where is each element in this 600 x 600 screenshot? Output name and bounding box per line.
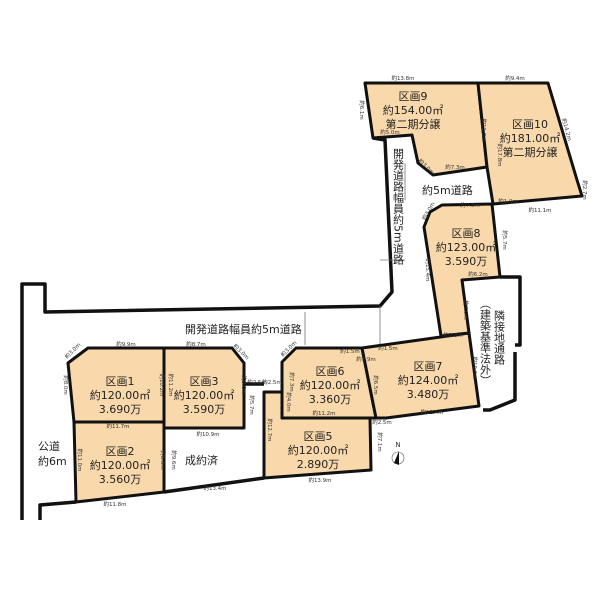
lot-shape[interactable] — [162, 346, 246, 430]
road-labels: 開発道路幅員約5m道路 開発道路幅員約5m道路 約5m道路 隣接地通路 （建築基… — [38, 148, 506, 468]
dimension-label: 約7.1m — [376, 432, 384, 452]
dimension-label: 約15.4m — [424, 258, 432, 281]
lot-name: 区画1 — [106, 375, 135, 388]
dimension-label: 約4.0m — [285, 392, 293, 412]
dimension-label: 約12.7m — [266, 418, 274, 441]
dimension-label: 約1.5m — [340, 347, 360, 355]
lot-note: 3.590万 — [445, 255, 488, 268]
lot-note: 3.560万 — [99, 473, 142, 486]
dimension-label: 約11.0m — [76, 448, 84, 471]
dimension-label: 約13.8m — [391, 74, 414, 82]
dev-road-vertical-label: 開発道路幅員約5m道路 — [392, 148, 405, 266]
lot-area: 約120.00㎡ — [288, 443, 349, 457]
lot-note: 3.480万 — [407, 388, 450, 401]
north-label: N — [395, 441, 400, 449]
dimension-label: 約7.3m — [460, 201, 480, 209]
lot-area: 約120.00㎡ — [300, 378, 361, 392]
dimension-label: 約10.2m — [158, 373, 166, 396]
boundary-lines — [20, 136, 522, 520]
lot-shape[interactable] — [422, 202, 502, 338]
dimension-label: 約2.5m — [262, 378, 282, 386]
public-road-label: 公道 — [38, 439, 60, 453]
lot-area: 約124.00㎡ — [398, 373, 459, 387]
north-arrow: N — [391, 441, 405, 465]
dimension-label: 約7.0m — [462, 300, 470, 320]
dimension-label: 約11.2m — [312, 409, 335, 417]
dimension-label: 約2.7m — [581, 180, 589, 200]
lot-shape[interactable] — [476, 81, 584, 206]
dimension-label: 約11.7m — [106, 422, 129, 430]
dimension-label: 約6.5m — [372, 375, 380, 395]
dimension-label: 約7.3m — [288, 372, 296, 392]
dimension-label: 約9.6m — [170, 450, 178, 470]
dimension-label: 約5.0m — [380, 128, 400, 136]
dimension-label: 約9.0m — [240, 375, 248, 395]
lot-area: 約120.00㎡ — [174, 388, 235, 402]
dimension-label: 約9.4m — [505, 74, 525, 82]
lot-note: 第二期分譲 — [503, 145, 558, 159]
lot-note: 第二期分譲 — [386, 117, 441, 131]
dimension-label: 約2.5m — [247, 378, 267, 386]
dimension-label: 約7.3m — [445, 163, 465, 171]
lot-name: 区画7 — [414, 360, 443, 373]
dev-road-horizontal-label: 開発道路幅員約5m道路 — [185, 322, 302, 336]
lot-name: 区画3 — [190, 375, 219, 388]
lot-note: 3.590万 — [183, 403, 226, 416]
dimension-label: 約12.4m — [420, 408, 443, 416]
adjacent-path-label: 隣接地通路 — [493, 309, 506, 366]
lot-area: 約154.00㎡ — [383, 103, 444, 117]
dimension-label: 約9.9m — [116, 340, 136, 348]
lot-name: 区画8 — [452, 227, 481, 240]
public-road-width: 約6m — [38, 454, 67, 468]
dimension-label: 約11.2m — [167, 373, 175, 396]
lot-name: 区画2 — [106, 445, 135, 458]
lot-name: 区画9 — [399, 90, 428, 103]
dimension-label: 約13.4m — [203, 484, 226, 492]
lot-name: 区画5 — [304, 430, 333, 443]
lot-note: 3.360万 — [309, 393, 352, 406]
lot-note: 2.890万 — [297, 458, 340, 471]
lot-area: 約120.00㎡ — [90, 388, 151, 402]
short-road-label: 約5m道路 — [422, 183, 473, 197]
lot-name: 区画10 — [512, 118, 548, 131]
dimension-label: 約11.8m — [103, 500, 126, 508]
dimension-label: 約1.5m — [378, 344, 398, 352]
dimension-label: 約17.8m — [496, 143, 504, 166]
lot-shape[interactable] — [72, 420, 166, 504]
dimension-label: 約11.1m — [528, 206, 551, 214]
dimension-label: 約8.0m — [62, 375, 70, 395]
lot-note: 3.690万 — [99, 403, 142, 416]
dimension-label: 約6.2m — [468, 270, 488, 278]
dimension-label: 約10.9m — [196, 430, 219, 438]
lot-area: 約120.00㎡ — [90, 458, 151, 472]
dimension-label: 約1.0m — [498, 197, 518, 205]
dimension-label: 約6.1m — [358, 100, 366, 120]
dimension-label: 約8.6m — [159, 450, 167, 470]
north-arrow-icon — [394, 451, 399, 465]
sold-label: 成約済 — [185, 453, 218, 467]
dimension-label: 約2.5m — [372, 418, 392, 426]
lot-area: 約181.00㎡ — [500, 131, 561, 145]
dimension-label: 約10.0m — [471, 356, 479, 379]
dimension-label: 約8.7m — [186, 340, 206, 348]
adjacent-path-note: （建築基準法外） — [479, 298, 492, 386]
dimension-label: 約13.9m — [308, 476, 331, 484]
dimension-label: 約5.7m — [248, 395, 256, 415]
dimension-label: 約1.9m — [356, 355, 376, 363]
dimension-label: 約2.8m — [443, 331, 463, 339]
dimension-label: 約5.7m — [501, 230, 509, 250]
lot-area: 約123.00㎡ — [436, 240, 497, 254]
lot-name: 区画6 — [316, 365, 345, 378]
dimension-label: 約11.8m — [480, 118, 488, 141]
